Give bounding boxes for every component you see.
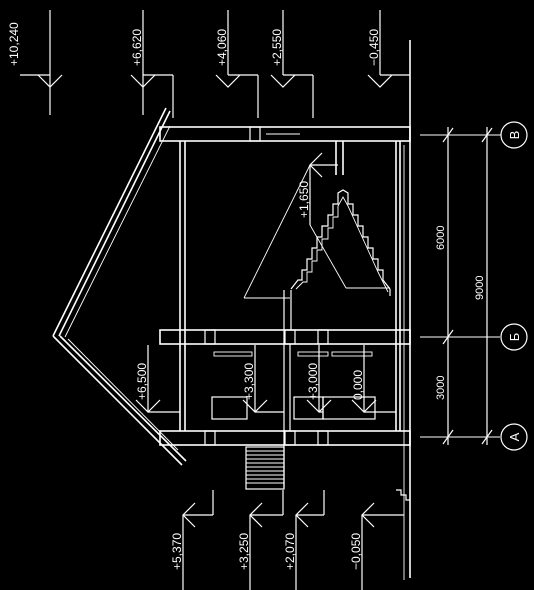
entry-steps xyxy=(245,446,410,501)
bottom-level-mark-0: +5,370 xyxy=(170,490,214,590)
walls xyxy=(179,141,401,488)
bottom-level-mark-3: −0,050 xyxy=(349,502,404,590)
dimension-label: 9000 xyxy=(474,276,486,300)
top-level-mark-1: +6,620 xyxy=(130,10,174,118)
level-label: +6,500 xyxy=(135,363,149,400)
floor-slabs xyxy=(159,126,411,446)
level-label: +4,060 xyxy=(215,29,229,66)
level-label: +5,370 xyxy=(170,533,184,570)
level-label: 0,000 xyxy=(351,370,365,400)
bottom-level-mark-2: +2,070 xyxy=(283,490,325,590)
level-label: +3,000 xyxy=(306,363,320,400)
dimension-label: 6000 xyxy=(435,226,447,250)
level-label: +3,300 xyxy=(242,363,256,400)
top-level-mark-4: −0,450 xyxy=(367,10,410,88)
level-label: +2,070 xyxy=(283,533,297,570)
attic-stair xyxy=(243,164,391,299)
interior-level-mark-0: +6,500 xyxy=(135,345,180,413)
axis-bubble-v: В xyxy=(500,121,528,149)
axis-label: В xyxy=(507,131,522,140)
ground-line xyxy=(403,40,411,580)
bottom-level-mark-1: +3,250 xyxy=(237,490,284,590)
level-label: +1,650 xyxy=(297,181,311,218)
axis-label: А xyxy=(507,432,522,441)
level-label: +6,620 xyxy=(130,29,144,66)
level-label: −0,450 xyxy=(367,29,381,66)
axis-bubble-b: Б xyxy=(500,323,528,351)
top-level-mark-3: +2,550 xyxy=(270,10,314,118)
roof xyxy=(52,107,187,466)
axis-bubble-a: А xyxy=(500,423,528,451)
interior-level-mark-1: +3,300 xyxy=(242,345,284,413)
interior-level-mark-3: 0,000 xyxy=(351,345,396,413)
level-label: +10,240 xyxy=(7,22,21,66)
top-level-mark-2: +4,060 xyxy=(215,10,259,118)
dimension-label: 3000 xyxy=(435,376,447,400)
axis-label: Б xyxy=(507,333,522,342)
top-level-mark-0: +10,240 xyxy=(7,10,63,115)
interior-level-mark-2: +3,000 xyxy=(306,345,332,413)
level-label: −0,050 xyxy=(349,533,363,570)
dimension-chain: 6000 3000 9000 xyxy=(420,127,500,445)
level-label: +3,250 xyxy=(237,533,251,570)
level-label: +2,550 xyxy=(270,29,284,66)
interior-level-mark-4: +1,650 xyxy=(297,152,338,225)
